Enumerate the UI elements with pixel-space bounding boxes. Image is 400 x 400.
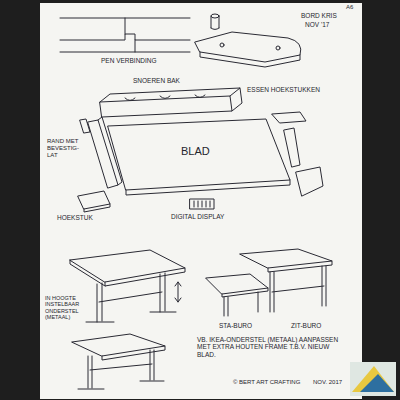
standing-desk-stroke bbox=[270, 266, 326, 312]
note-label: NOV. 2017 bbox=[312, 379, 343, 386]
note-label: HOEKSTUK bbox=[56, 214, 94, 221]
digital-display bbox=[190, 199, 214, 209]
note-label: IN HOOGTE INSTELBAAR ONDERSTEL (METAAL) bbox=[44, 295, 92, 320]
edge-rail-stroke bbox=[80, 119, 90, 133]
watermark-logo-stroke bbox=[350, 362, 396, 396]
metal-frame-desk-stroke bbox=[78, 381, 164, 389]
sitting-desk-stroke bbox=[206, 274, 268, 297]
watermark-logo-stroke bbox=[352, 366, 394, 392]
note-label: PEN VERBINDING bbox=[100, 57, 158, 64]
adjustable-desk-stroke bbox=[86, 312, 176, 322]
pen-joint-stroke bbox=[60, 18, 190, 52]
note-label: SNOEREN BAK bbox=[132, 77, 181, 84]
note-label: RAND MET BEVESTIG-LAT bbox=[46, 138, 86, 159]
note-label: STA-BURO bbox=[218, 322, 253, 329]
note-label: BORD KRIS bbox=[300, 12, 338, 19]
standing-desk bbox=[240, 249, 332, 312]
metal-frame-desk bbox=[72, 334, 165, 389]
note-label: A6 bbox=[345, 4, 354, 11]
note-label: DIGITAL DISPLAY bbox=[170, 213, 225, 220]
corner-piece-stroke bbox=[276, 46, 280, 50]
watermark-logo-stroke bbox=[360, 374, 394, 392]
paper bbox=[40, 3, 362, 399]
sitting-desk-stroke bbox=[224, 292, 258, 316]
adjustable-desk-stroke bbox=[97, 273, 165, 322]
part-name: BLAD bbox=[180, 145, 211, 158]
adjustable-desk-stroke bbox=[175, 282, 181, 302]
sketch-stroke bbox=[60, 14, 332, 389]
dowel bbox=[211, 14, 219, 30]
cable-tray-stroke bbox=[100, 88, 242, 117]
corner-piece bbox=[195, 32, 301, 67]
corner-pieces bbox=[78, 112, 323, 212]
sitting-desk bbox=[206, 274, 268, 316]
metal-frame-desk-stroke bbox=[88, 350, 154, 388]
corner-piece-stroke bbox=[220, 43, 224, 47]
note-label: VB. IKEA-ONDERSTEL (METAAL) AANPASSEN ME… bbox=[196, 336, 348, 358]
corner-piece-stroke bbox=[195, 32, 301, 67]
edge-rail-stroke bbox=[88, 117, 122, 188]
table-top-stroke bbox=[108, 119, 290, 195]
adjustable-desk-stroke bbox=[70, 250, 185, 286]
corner-pieces-stroke bbox=[296, 167, 323, 196]
note-label: © BERT ART CRAFTING bbox=[232, 379, 301, 386]
dowel-stroke bbox=[211, 16, 219, 30]
digital-display-stroke bbox=[190, 199, 214, 209]
watermark-logo bbox=[350, 362, 396, 396]
standing-desk-stroke bbox=[240, 249, 332, 272]
pen-joint bbox=[60, 18, 190, 52]
note-label: ZIT-BURO bbox=[290, 322, 322, 329]
note-label: NOV '17 bbox=[304, 21, 330, 28]
note-label: ESSEN HOEKSTUKKEN bbox=[246, 86, 321, 93]
corner-pieces-stroke bbox=[272, 112, 306, 123]
table-top bbox=[108, 119, 290, 195]
dowel-stroke bbox=[211, 14, 219, 18]
cable-tray-stroke bbox=[125, 95, 205, 101]
digital-display-stroke bbox=[194, 201, 210, 207]
cable-tray bbox=[100, 88, 242, 117]
metal-frame-desk-stroke bbox=[72, 334, 165, 360]
corner-pieces-stroke bbox=[78, 191, 110, 212]
corner-pieces-stroke bbox=[284, 128, 300, 167]
